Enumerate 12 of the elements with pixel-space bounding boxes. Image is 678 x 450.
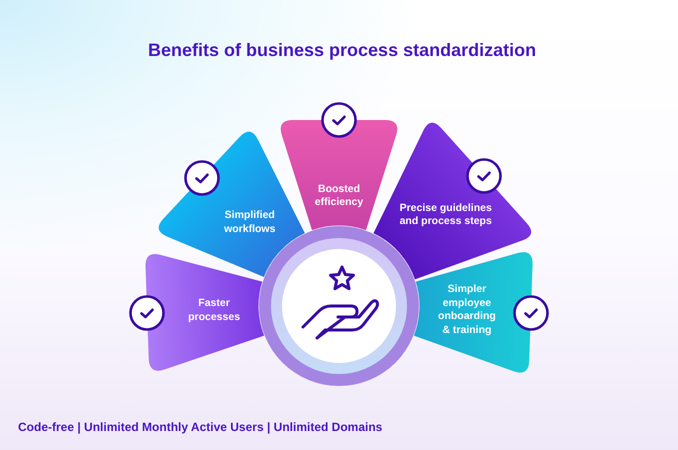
- benefit-text: Boosted efficiency: [314, 182, 364, 210]
- benefit-text: Simplified workflows: [223, 209, 276, 237]
- benefit-text: Simpler employee onboarding & training: [437, 282, 496, 338]
- petal: [373, 122, 532, 280]
- benefit-text: Precise guidelines and process steps: [398, 202, 493, 230]
- petal: [129, 253, 265, 371]
- petal: [158, 131, 305, 277]
- petal: [280, 102, 398, 231]
- diagram-title: Benefits of business process standardization: [148, 40, 536, 61]
- footer-text: Code-free | Unlimited Monthly Active Users | Unlimited Domains: [18, 420, 382, 434]
- petal: [413, 252, 549, 373]
- benefit-text: Faster processes: [188, 296, 241, 324]
